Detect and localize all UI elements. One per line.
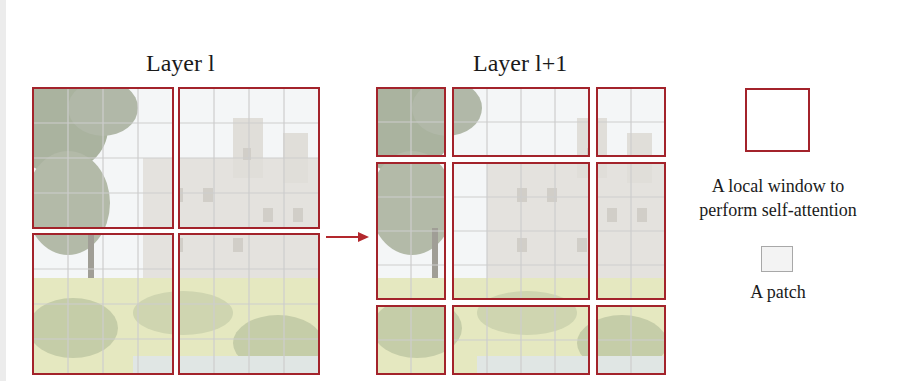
legend-sample [761,246,793,272]
layer-title: Layer l+1 [473,50,567,77]
layer-title: Layer l [146,50,215,77]
legend-text: A patch [683,280,873,304]
legend-text: A local window to perform self-attention [683,174,873,222]
legend-sample [745,88,810,152]
